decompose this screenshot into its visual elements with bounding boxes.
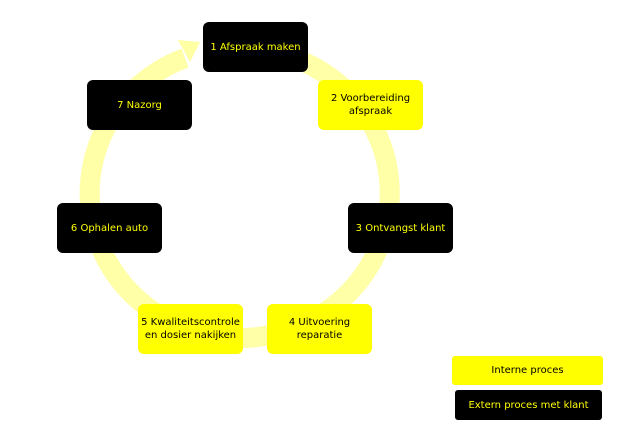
step-label: 4 Uitvoering reparatie bbox=[288, 317, 351, 341]
step-5-kwaliteitscontrole: 5 Kwaliteitscontrole en dosier nakijken bbox=[138, 304, 243, 354]
cycle-arrowhead-icon bbox=[178, 40, 200, 62]
legend-extern-label: Extern proces met klant bbox=[468, 399, 589, 411]
step-label: 5 Kwaliteitscontrole en dosier nakijken bbox=[141, 317, 240, 341]
step-3-ontvangst-klant: 3 Ontvangst klant bbox=[348, 203, 453, 253]
step-label: 7 Nazorg bbox=[117, 99, 162, 111]
step-label: 3 Ontvangst klant bbox=[355, 222, 446, 234]
step-2-voorbereiding: 2 Voorbereiding afspraak bbox=[318, 80, 423, 130]
step-label: 1 Afspraak maken bbox=[210, 41, 301, 53]
legend-intern-label: Interne proces bbox=[491, 365, 564, 376]
step-1-afspraak-maken: 1 Afspraak maken bbox=[203, 22, 308, 72]
step-4-uitvoering: 4 Uitvoering reparatie bbox=[267, 304, 372, 354]
step-label: 6 Ophalen auto bbox=[70, 222, 149, 234]
step-6-ophalen-auto: 6 Ophalen auto bbox=[57, 203, 162, 253]
legend-intern: Interne proces bbox=[452, 356, 603, 385]
legend-extern: Extern proces met klant bbox=[455, 390, 602, 420]
step-7-nazorg: 7 Nazorg bbox=[87, 80, 192, 130]
step-label: 2 Voorbereiding afspraak bbox=[330, 93, 411, 117]
